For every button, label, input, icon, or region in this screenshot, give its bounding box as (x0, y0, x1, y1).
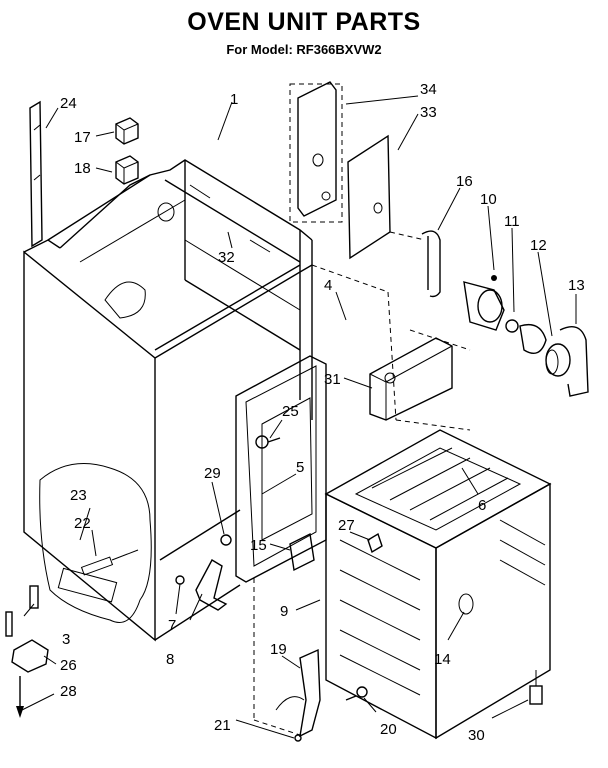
part-3-leg (29, 585, 39, 609)
cabinet-shell (23, 159, 313, 642)
label-28: 28 (60, 683, 77, 700)
label-34: 34 (420, 81, 437, 98)
part-19-hinge (275, 648, 321, 738)
part-4-rear-panel (311, 264, 471, 431)
part-24-bracket (29, 100, 43, 248)
part-28-screw (5, 611, 24, 718)
part-25-screw (255, 435, 281, 449)
part-16-tube (389, 230, 441, 298)
part-17-block (115, 117, 139, 145)
part-15-bracket (289, 532, 315, 572)
model-number: For Model: RF366BXVW2 (226, 42, 382, 57)
label-3: 3 (62, 631, 70, 648)
part-13-clip (559, 326, 589, 397)
part-9-bracket (253, 578, 301, 736)
label-23: 23 (70, 487, 87, 504)
label-17: 17 (74, 129, 91, 146)
part-8-bracket (195, 559, 228, 611)
label-30: 30 (468, 727, 485, 744)
label-29: 29 (204, 465, 221, 482)
label-14: 14 (434, 651, 451, 668)
label-22: 22 (74, 515, 91, 532)
part-27-clip (367, 532, 383, 554)
part-26-bracket (11, 639, 49, 673)
part-11-light-bulb (505, 319, 519, 333)
label-16: 16 (456, 173, 473, 190)
label-1: 1 (230, 91, 238, 108)
label-25: 25 (282, 403, 299, 420)
part-number-labels: 1 24 17 18 34 33 16 10 11 12 13 32 4 31 … (60, 81, 585, 744)
label-9: 9 (280, 603, 288, 620)
label-19: 19 (270, 641, 287, 658)
label-4: 4 (324, 277, 332, 294)
label-21: 21 (214, 717, 231, 734)
label-5: 5 (296, 459, 304, 476)
label-24: 24 (60, 95, 77, 112)
label-31: 31 (324, 371, 341, 388)
label-7: 7 (168, 617, 176, 634)
label-13: 13 (568, 277, 585, 294)
label-20: 20 (380, 721, 397, 738)
label-27: 27 (338, 517, 355, 534)
label-6: 6 (478, 497, 486, 514)
label-26: 26 (60, 657, 77, 674)
page-title: OVEN UNIT PARTS (187, 8, 421, 36)
part-21-screw (294, 734, 302, 742)
label-15: 15 (250, 537, 267, 554)
label-33: 33 (420, 104, 437, 121)
part-30-foot (529, 670, 543, 705)
label-11: 11 (504, 213, 520, 230)
part-20-screw (345, 686, 368, 701)
part-12-bulb (519, 323, 571, 377)
label-12: 12 (530, 237, 547, 254)
label-10: 10 (480, 191, 497, 208)
part-33-plate (347, 134, 391, 260)
part-34-bracket-assembly (289, 81, 343, 223)
label-32: 32 (218, 249, 235, 266)
label-8: 8 (166, 651, 174, 668)
part-29-grommet (220, 534, 232, 546)
part-18-block (115, 155, 139, 185)
part-31-flue-box (369, 337, 453, 421)
part-6-oven-cavity (324, 429, 552, 740)
leader-lines (21, 95, 577, 739)
part-7-screw (175, 575, 185, 585)
label-18: 18 (74, 160, 91, 177)
part-10-light-socket (463, 275, 505, 331)
